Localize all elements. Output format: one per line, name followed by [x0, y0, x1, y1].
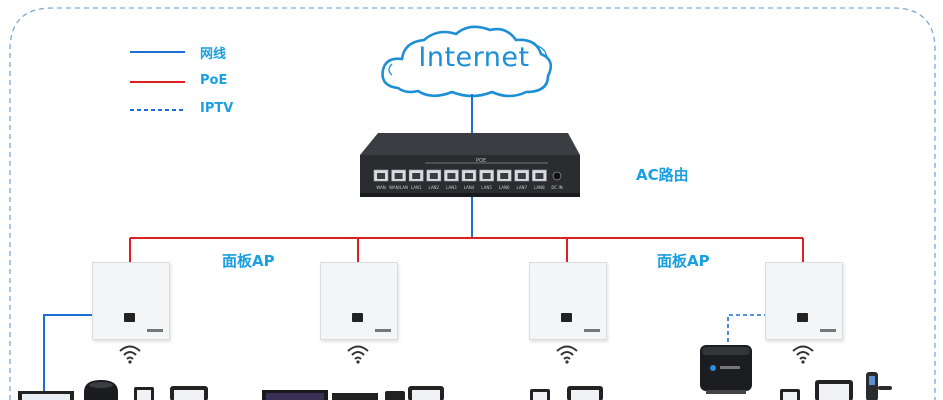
router-port-label: DC IN — [551, 185, 562, 190]
router-poe-label: POE — [476, 158, 487, 164]
panel-ap-1 — [92, 262, 170, 340]
brand-mark — [820, 329, 836, 332]
tablet-icon — [408, 386, 444, 400]
router-port-label: LAN7 — [517, 185, 528, 190]
panel-ap-3 — [529, 262, 607, 340]
router-port-socket — [377, 173, 385, 179]
ethernet-port-icon — [124, 313, 135, 322]
tablet-icon — [170, 386, 208, 400]
phone-icon — [530, 389, 550, 400]
smart-speaker-icon — [84, 380, 118, 400]
router-port-label: LAN6 — [499, 185, 510, 190]
tablet-icon — [567, 386, 603, 400]
router-port-socket — [429, 173, 438, 179]
dashed-frame — [9, 7, 936, 400]
router-port-socket — [465, 173, 473, 179]
router-port-label: LAN2 — [429, 185, 440, 190]
ethernet-port-icon — [561, 313, 572, 322]
wifi-icon — [556, 345, 578, 364]
router-port-socket — [482, 173, 491, 179]
set-top-box-icon — [700, 345, 752, 394]
router-dc-jack — [552, 171, 562, 181]
router-port-socket — [517, 173, 526, 179]
panel-ap-label-left: 面板AP — [222, 252, 275, 270]
legend-ethernet-label: 网线 — [200, 47, 227, 62]
panel-ap-label-right: 面板AP — [657, 252, 710, 270]
router-port-label: WAN/LAN — [389, 185, 408, 190]
tv-icon — [262, 390, 328, 400]
wifi-icon — [347, 345, 369, 364]
ethernet-port-icon — [352, 313, 363, 322]
phone-icon — [780, 389, 800, 400]
smart-lock-icon — [866, 372, 892, 400]
router-port-label: LAN1 — [411, 185, 422, 190]
legend-poe-label: PoE — [200, 73, 228, 88]
router-port-socket — [535, 173, 544, 179]
router-port-socket — [412, 173, 421, 179]
legend-iptv-label: IPTV — [200, 101, 234, 116]
router-port-socket — [500, 173, 509, 179]
cloud-icon — [381, 25, 553, 98]
phone-icon — [134, 387, 154, 400]
wifi-icon — [119, 345, 141, 364]
panel-ap-4 — [765, 262, 843, 340]
router-port-label: LAN4 — [464, 185, 475, 190]
laptop-icon — [18, 391, 74, 400]
router-port-label: LAN5 — [481, 185, 492, 190]
router-port-label: LAN3 — [446, 185, 457, 190]
router-port-label: WAN — [376, 185, 385, 190]
panel-ap-2 — [320, 262, 398, 340]
brand-mark — [584, 329, 600, 332]
ethernet-port-icon — [797, 313, 808, 322]
router-label: AC路由 — [636, 166, 689, 184]
wifi-icon — [792, 345, 814, 364]
tablet-icon — [815, 380, 853, 400]
brand-mark — [147, 329, 163, 332]
brand-mark — [375, 329, 391, 332]
router-port-socket — [447, 173, 456, 179]
laptop-icon — [332, 393, 378, 400]
internet-label: Internet — [418, 42, 530, 73]
router-port-label: LAN8 — [534, 185, 545, 190]
phone-icon — [385, 391, 405, 400]
router-port-socket — [394, 173, 403, 179]
